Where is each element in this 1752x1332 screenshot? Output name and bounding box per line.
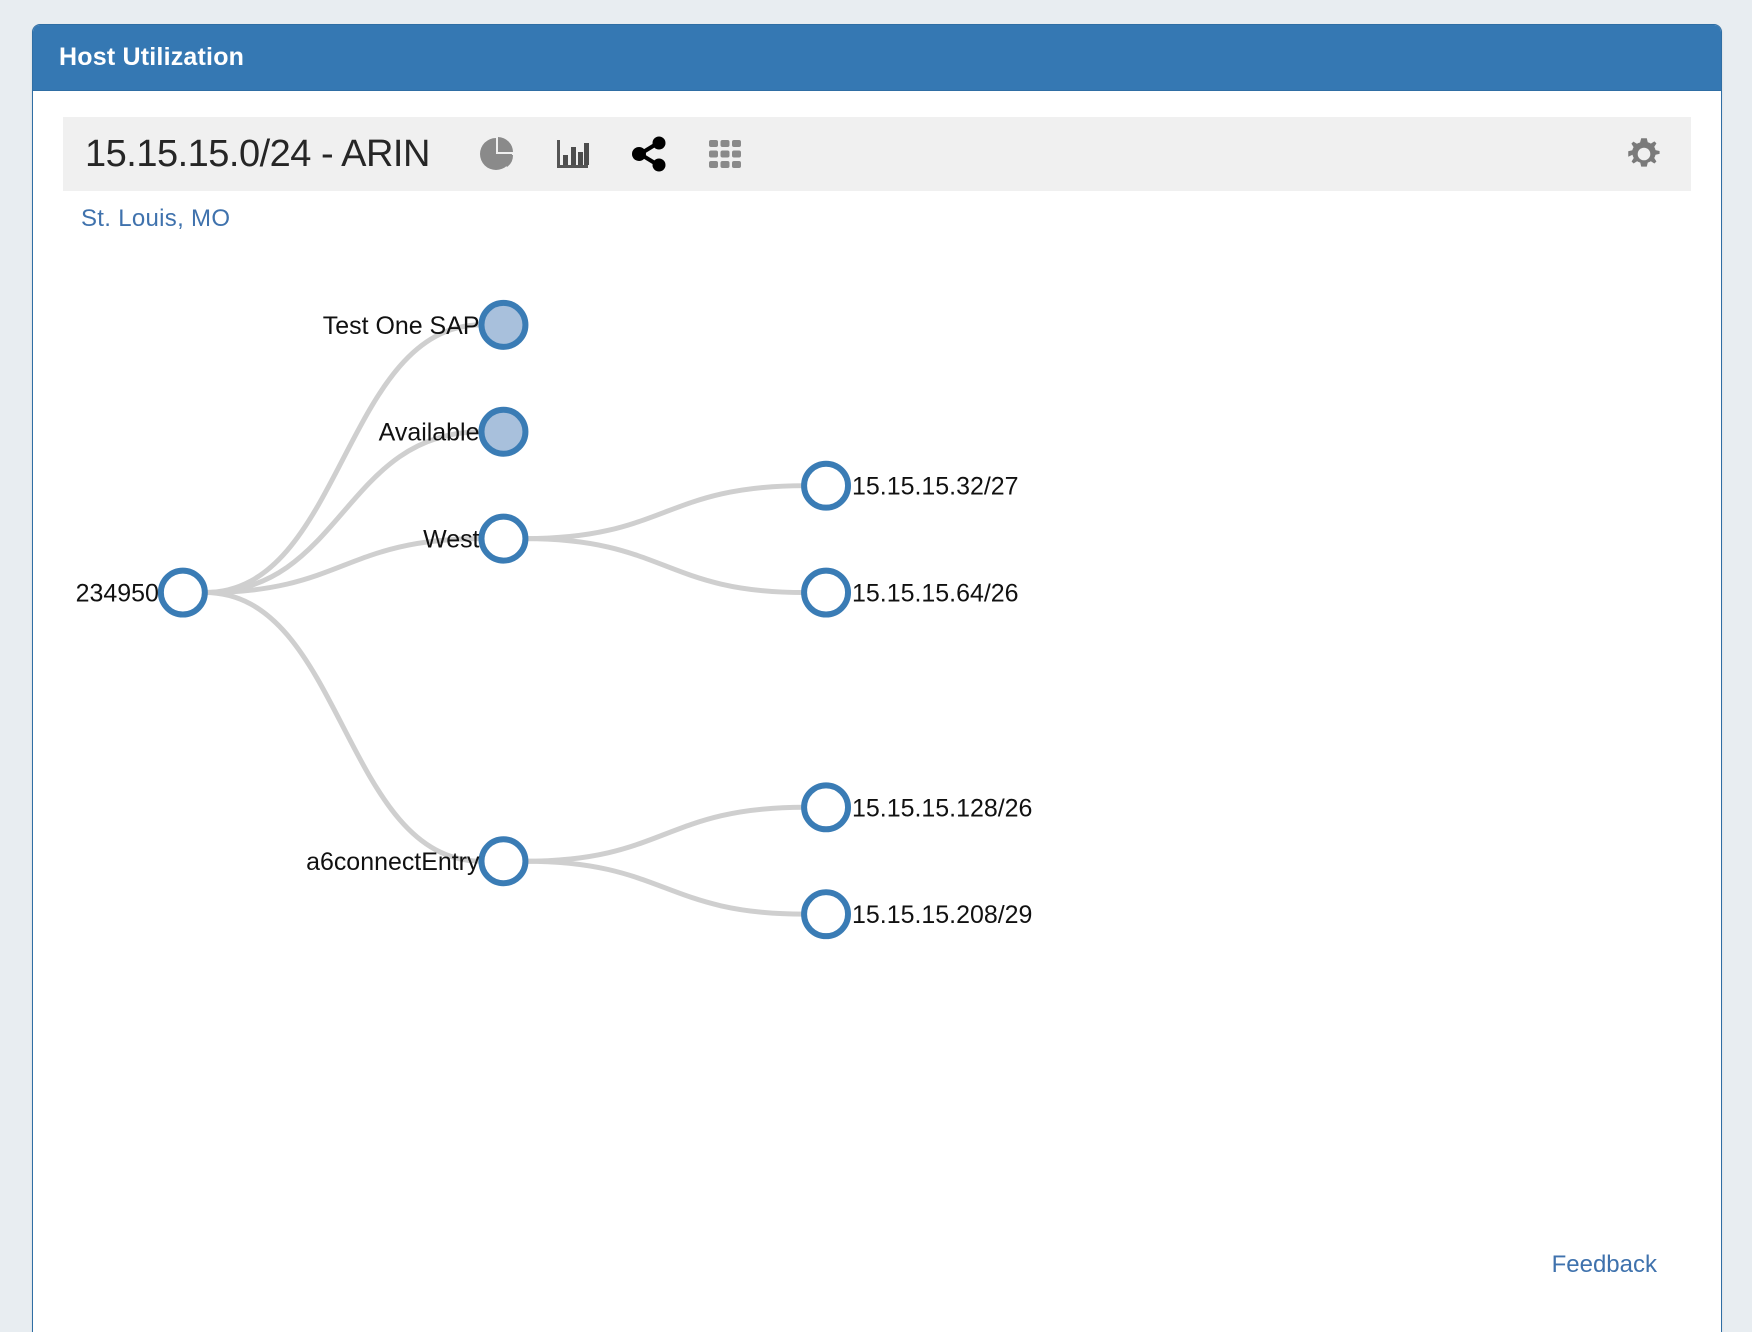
tree-node[interactable]: West <box>423 513 529 564</box>
widget-heading: 15.15.15.0/24 - ARIN <box>85 133 430 175</box>
tree-node[interactable]: Available <box>379 406 529 457</box>
host-utilization-panel: Host Utilization 15.15.15.0/24 - ARIN <box>32 24 1722 1332</box>
tree-link <box>204 590 482 864</box>
tree-link <box>525 483 805 542</box>
tree-node-label: 15.15.15.32/27 <box>852 473 1019 501</box>
tree-node-circle[interactable] <box>478 836 529 887</box>
feedback-row: Feedback <box>1552 1251 1657 1279</box>
view-mode-icons <box>476 133 746 175</box>
tree-link <box>525 858 805 917</box>
tree-node-circle[interactable] <box>478 513 529 564</box>
tree-node-circle[interactable] <box>478 299 529 350</box>
tree-node[interactable]: a6connectEntry <box>306 836 529 887</box>
tree-node-label: West <box>423 526 479 554</box>
share-tree-icon[interactable] <box>628 133 670 175</box>
panel-header: Host Utilization <box>33 25 1721 91</box>
tree-node-label: 234950 <box>76 580 159 608</box>
widget-toolbar: 15.15.15.0/24 - ARIN <box>63 117 1691 191</box>
tree-link <box>204 322 482 596</box>
panel-body: 15.15.15.0/24 - ARIN <box>33 91 1721 1332</box>
tree-node-circle[interactable] <box>801 889 852 940</box>
tree-node-label: 15.15.15.208/29 <box>852 901 1032 929</box>
tree-link <box>204 536 482 596</box>
tree-node-circle[interactable] <box>157 567 208 618</box>
network-widget: 15.15.15.0/24 - ARIN <box>63 117 1691 1295</box>
tree-node-label: a6connectEntry <box>306 848 480 876</box>
location-label[interactable]: St. Louis, MO <box>81 205 231 232</box>
bar-chart-icon[interactable] <box>552 133 594 175</box>
tree-node[interactable]: Test One SAP <box>323 299 529 350</box>
tree-node-label: Available <box>379 419 480 447</box>
tree-node[interactable]: 15.15.15.32/27 <box>801 460 1019 511</box>
tree-links <box>204 322 805 917</box>
tree-node-circle[interactable] <box>801 567 852 618</box>
tree-node-circle[interactable] <box>478 406 529 457</box>
tree-node-label: 15.15.15.64/26 <box>852 580 1019 608</box>
tree-node[interactable]: 15.15.15.128/26 <box>801 782 1032 833</box>
tree-node[interactable]: 234950 <box>76 567 208 618</box>
grid-icon[interactable] <box>704 133 746 175</box>
tree-node-circle[interactable] <box>801 460 852 511</box>
tree-node-circle[interactable] <box>801 782 852 833</box>
feedback-link[interactable]: Feedback <box>1551 1251 1657 1278</box>
pie-chart-icon[interactable] <box>476 133 518 175</box>
tree-link <box>525 536 805 596</box>
tree-node-label: Test One SAP <box>323 312 480 340</box>
gear-icon[interactable] <box>1623 133 1665 175</box>
tree-node[interactable]: 15.15.15.208/29 <box>801 889 1032 940</box>
tree-node-label: 15.15.15.128/26 <box>852 794 1032 822</box>
tree-link <box>204 429 482 596</box>
tree-link <box>525 804 805 864</box>
page-title: Host Utilization <box>59 43 245 71</box>
tree-node[interactable]: 15.15.15.64/26 <box>801 567 1019 618</box>
